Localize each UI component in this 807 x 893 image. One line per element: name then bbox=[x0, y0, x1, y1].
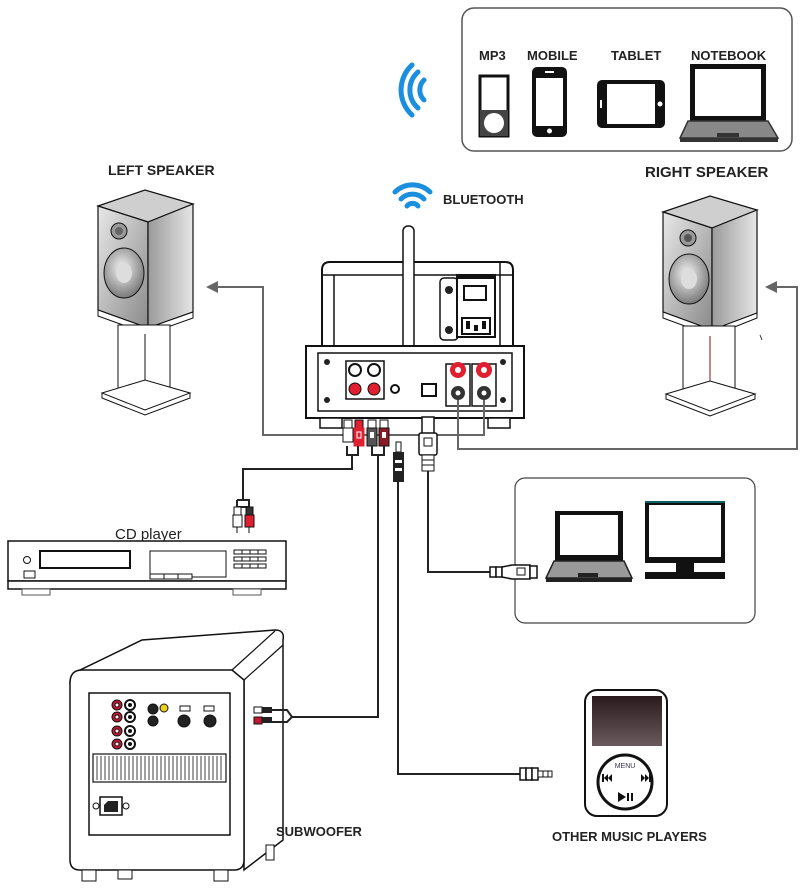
menu-label: MENU bbox=[615, 763, 636, 770]
cd-rca-plugs bbox=[232, 499, 255, 533]
mobile-label: MOBILE bbox=[527, 48, 578, 63]
right-speaker-label: RIGHT SPEAKER bbox=[645, 164, 769, 181]
cd-player-label: CD player bbox=[115, 526, 182, 543]
notebook-label: NOTEBOOK bbox=[691, 48, 767, 63]
usb-connector bbox=[489, 564, 538, 580]
mp3-label: MP3 bbox=[479, 48, 506, 63]
bluetooth-label: BLUETOOTH bbox=[443, 192, 524, 207]
aux-jack-connector bbox=[519, 767, 553, 781]
aux-cable bbox=[397, 482, 520, 775]
rca-plugs-sub bbox=[366, 419, 390, 447]
cd-cable bbox=[242, 446, 359, 500]
computer-panel bbox=[489, 477, 756, 624]
other-music-players-label: OTHER MUSIC PLAYERS bbox=[552, 829, 707, 844]
right-speaker-icon bbox=[661, 195, 759, 417]
left-speaker-cable bbox=[206, 281, 485, 436]
tablet-label: TABLET bbox=[611, 48, 661, 63]
notebook-icon bbox=[678, 64, 780, 142]
mp3-player-icon bbox=[478, 74, 510, 138]
subwoofer-cable bbox=[292, 446, 385, 718]
music-player-icon: MENU bbox=[584, 689, 668, 817]
usb-plug bbox=[418, 416, 438, 472]
subwoofer-icon bbox=[69, 629, 294, 882]
monitor-icon bbox=[645, 501, 725, 579]
mobile-phone-icon bbox=[532, 67, 567, 137]
rca-plugs-cd bbox=[342, 419, 365, 447]
laptop-icon bbox=[544, 511, 634, 582]
usb-cable bbox=[427, 471, 490, 573]
amplifier bbox=[305, 225, 525, 429]
right-speaker-cable bbox=[457, 281, 798, 450]
left-speaker-label: LEFT SPEAKER bbox=[108, 162, 215, 178]
subwoofer-label: SUBWOOFER bbox=[276, 824, 363, 839]
aux-plug bbox=[393, 441, 404, 482]
bluetooth-wifi-icon bbox=[392, 182, 433, 209]
wireless-devices-panel: MP3 MOBILE TABLET NOTEBOOK bbox=[461, 7, 793, 152]
wireless-signal-icon bbox=[398, 62, 427, 118]
tablet-icon bbox=[597, 80, 665, 128]
cd-player-icon bbox=[7, 540, 287, 596]
left-speaker-icon bbox=[96, 189, 195, 416]
